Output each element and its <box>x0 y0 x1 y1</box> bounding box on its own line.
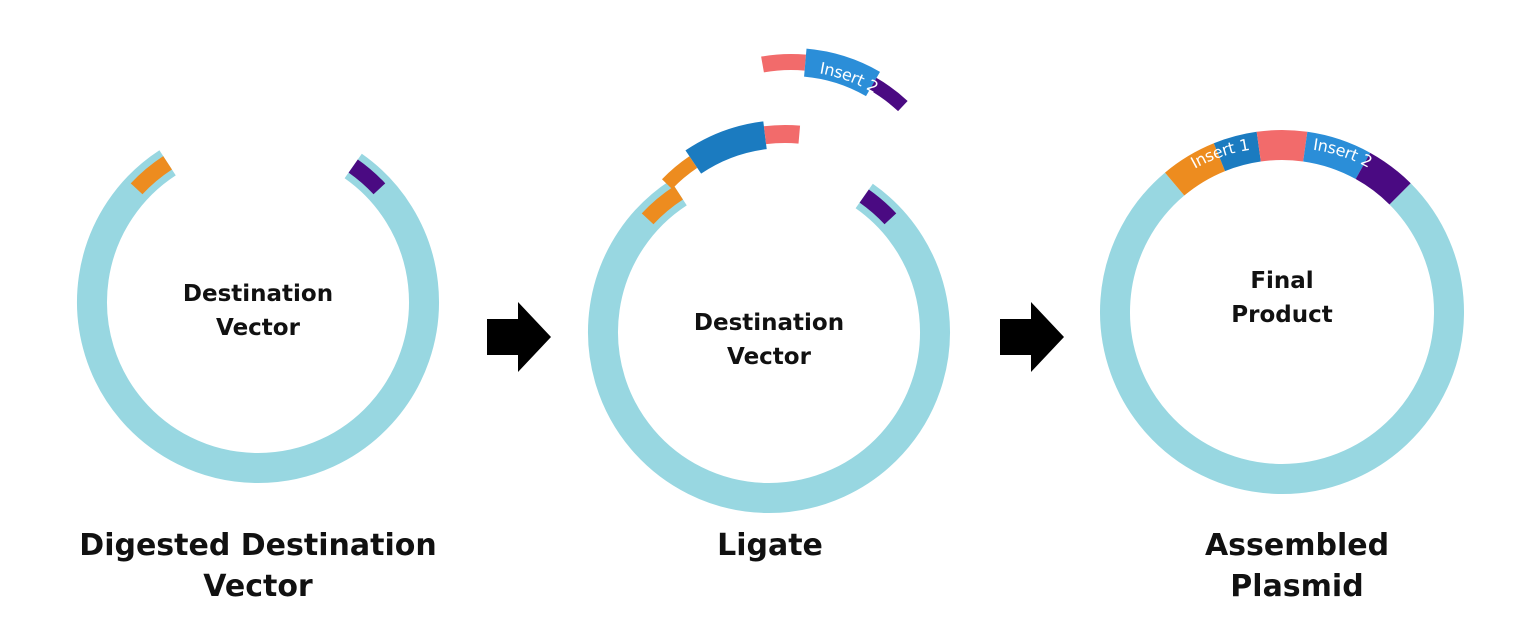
mid-backbone-arc <box>588 180 950 513</box>
mid-insert1-orange-end <box>661 156 698 190</box>
left-center-label-line1: Destination <box>183 281 333 307</box>
mid-insert2-block <box>803 48 880 97</box>
caption-digested-line1: Digested Destination <box>79 528 437 563</box>
right-purple-segment <box>1355 152 1411 205</box>
left-orange-overhang <box>130 156 173 195</box>
right-center-label-line1: Final <box>1250 268 1313 294</box>
mid-insert2-red-end <box>761 54 806 73</box>
right-center-label-line2: Product <box>1231 302 1332 328</box>
mid-insert1-block <box>685 121 768 174</box>
caption-digested-line2: Vector <box>203 569 313 604</box>
left-backbone-arc <box>77 150 439 483</box>
caption-assembled-line1: Assembled <box>1204 528 1390 563</box>
right-red-junction <box>1256 130 1308 162</box>
mid-insert1-red-end <box>763 125 801 145</box>
assembled-plasmid-panel <box>1100 130 1464 494</box>
caption-digested: Digested Destination Vector <box>58 525 458 607</box>
ligate-panel <box>588 48 950 513</box>
caption-ligate-line1: Ligate <box>717 528 823 563</box>
caption-assembled-line2: Plasmid <box>1230 569 1364 604</box>
digested-vector-panel <box>77 150 439 483</box>
mid-insert2-purple-end <box>869 77 908 112</box>
right-orange-segment <box>1165 143 1226 196</box>
right-insert1-segment <box>1213 131 1262 172</box>
mid-orange-overhang <box>641 186 684 225</box>
right-insert2-segment <box>1302 131 1371 180</box>
caption-ligate: Ligate <box>620 525 920 566</box>
caption-assembled: Assembled Plasmid <box>1147 525 1447 607</box>
mid-center-label-line2: Vector <box>727 344 812 370</box>
step-arrow-1 <box>487 302 551 372</box>
step-arrow-2 <box>1000 302 1064 372</box>
right-backbone-arc <box>1100 172 1464 494</box>
left-center-label-line2: Vector <box>216 315 301 341</box>
mid-center-label-line1: Destination <box>694 310 844 336</box>
mid-purple-overhang <box>859 189 897 225</box>
left-purple-overhang <box>348 159 386 195</box>
